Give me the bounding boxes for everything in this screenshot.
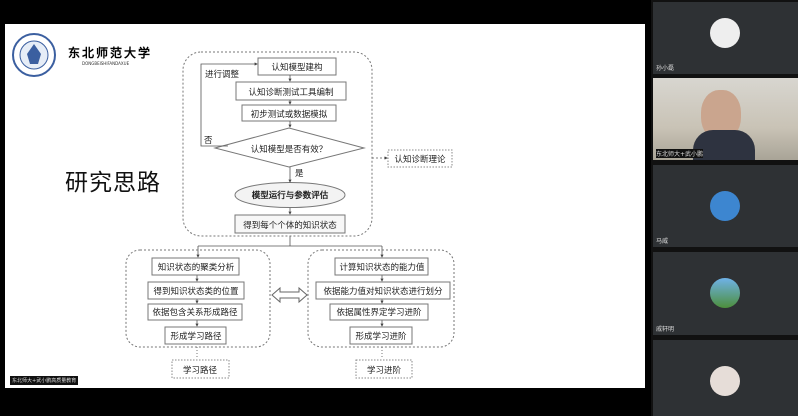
no-label: 否	[204, 136, 213, 146]
left-step: 依据包含关系形成路径	[152, 307, 238, 318]
right-step: 计算知识状态的能力值	[339, 262, 425, 273]
shared-slide: 东北师范大学 DONGBEISHIFANDAXUE 研究思路	[5, 24, 645, 388]
step-box	[241, 104, 337, 122]
double-arrow	[271, 286, 308, 304]
left-output: 学习路径	[183, 365, 218, 376]
avatar	[710, 366, 740, 396]
decision-text: 认知模型是否有效？	[251, 144, 328, 155]
participants-panel: 孙小磊 东北师大+武小鹏 马威 戚轩明	[651, 0, 798, 416]
step-box	[257, 57, 337, 76]
university-logo	[12, 33, 56, 77]
participant-name: 戚轩明	[656, 326, 675, 333]
avatar	[710, 191, 740, 221]
left-step: 形成学习路径	[170, 331, 222, 342]
step-box	[234, 214, 346, 234]
slide-title: 研究思路	[65, 170, 161, 196]
ellipse-text: 模型运行与参数评估	[252, 190, 329, 201]
step-tool: 认知诊断测试工具编制	[248, 87, 333, 98]
participant-tile[interactable]: 孙小磊	[653, 2, 798, 74]
participant-name: 东北师大+武小鹏	[656, 149, 704, 158]
loop-label: 进行调整	[205, 69, 240, 80]
step-box	[235, 81, 347, 101]
participant-tile[interactable]: 马威	[653, 165, 798, 247]
participant-name: 马威	[656, 238, 669, 245]
participant-name: 孙小磊	[656, 65, 675, 72]
right-step: 形成学习进阶	[355, 331, 407, 342]
theory-text: 认知诊断理论	[394, 154, 446, 165]
left-step: 知识状态的聚类分析	[158, 262, 235, 273]
result-text: 得到每个个体的知识状态	[243, 220, 337, 231]
university-name: 东北师范大学	[68, 46, 153, 60]
right-step: 依据属性界定学习进阶	[336, 307, 422, 318]
flowchart: 认知模型建构 认知诊断测试工具编制 初步测试或数据模拟 认知模型是否有效？ 模型…	[125, 51, 455, 379]
presenter-tag: 东北师大+武小鹏高质量教育	[10, 376, 79, 385]
presenter-body	[693, 130, 755, 160]
right-output: 学习进阶	[367, 365, 402, 376]
participant-video[interactable]: 东北师大+武小鹏	[653, 78, 798, 160]
yes-label: 是	[295, 169, 304, 179]
avatar	[710, 278, 740, 308]
step-test: 初步测试或数据模拟	[251, 109, 328, 120]
left-step: 得到知识状态类的位置	[153, 286, 239, 297]
decision-diamond	[213, 127, 366, 168]
participant-tile[interactable]: 戚轩明	[653, 252, 798, 335]
right-step: 依据能力值对知识状态进行划分	[323, 286, 443, 297]
step-build-model: 认知模型建构	[271, 62, 322, 73]
participant-tile[interactable]	[653, 340, 798, 416]
university-name-en: DONGBEISHIFANDAXUE	[82, 61, 130, 66]
avatar	[710, 18, 740, 48]
